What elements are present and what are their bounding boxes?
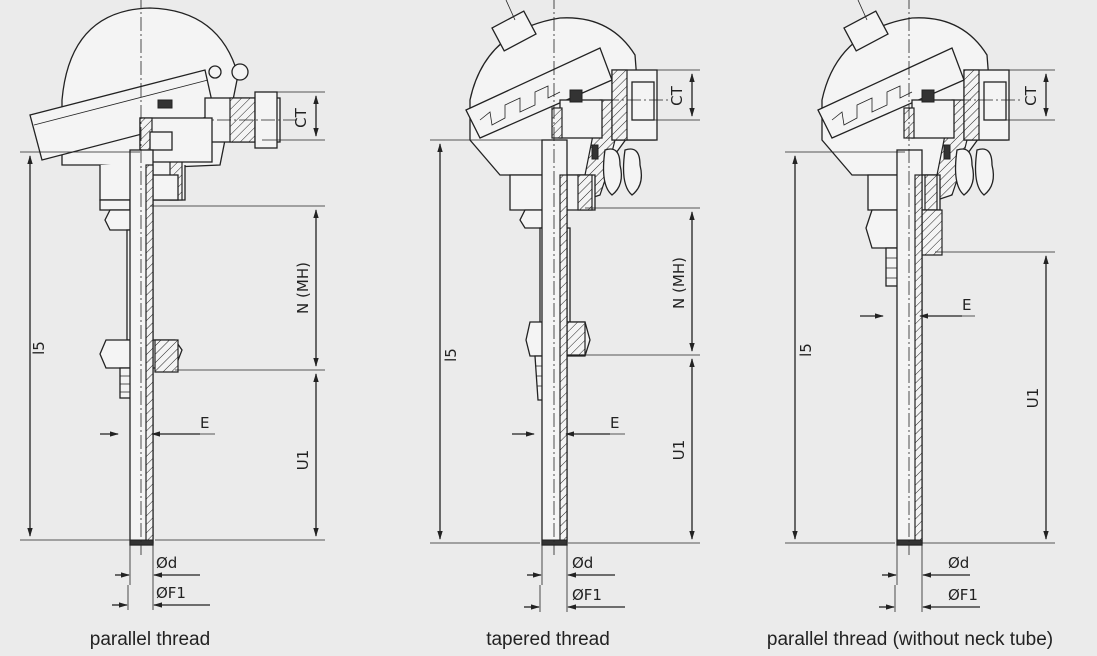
label-l5: l5: [442, 348, 460, 362]
label-l5: l5: [30, 341, 48, 355]
diagram-parallel-thread-without-neck-tube: l5 U1 E Ød ØF1 CT parallel thread (witho…: [767, 0, 1055, 650]
label-ct: CT: [668, 85, 686, 105]
label-e: E: [962, 296, 971, 314]
label-f1: ØF1: [156, 584, 186, 602]
caption-parallel-thread-without-neck-tube: parallel thread (without neck tube): [767, 629, 1053, 650]
diagram-parallel-thread: l5 N (MH) U1 E Ød ØF1 CT parallel thread: [20, 0, 325, 650]
label-l5: l5: [797, 343, 815, 357]
label-u1: U1: [670, 440, 688, 461]
label-d: Ød: [948, 554, 969, 572]
label-u1: U1: [1024, 388, 1042, 409]
label-ct: CT: [1022, 85, 1040, 105]
connection-head: [465, 0, 670, 201]
connection-head: [29, 7, 300, 201]
label-n-mh: N (MH): [670, 257, 688, 309]
label-d: Ød: [156, 554, 177, 572]
label-e: E: [610, 414, 619, 432]
connection-head: [817, 0, 1022, 201]
label-n-mh: N (MH): [294, 262, 312, 314]
label-d: Ød: [572, 554, 593, 572]
label-f1: ØF1: [572, 586, 602, 604]
caption-parallel-thread: parallel thread: [90, 629, 210, 650]
diagram-tapered-thread: l5 N (MH) U1 E Ød ØF1 CT tapered thread: [430, 0, 700, 650]
caption-tapered-thread: tapered thread: [486, 629, 610, 650]
label-e: E: [200, 414, 209, 432]
label-f1: ØF1: [948, 586, 978, 604]
label-ct: CT: [292, 107, 310, 127]
label-u1: U1: [294, 450, 312, 471]
